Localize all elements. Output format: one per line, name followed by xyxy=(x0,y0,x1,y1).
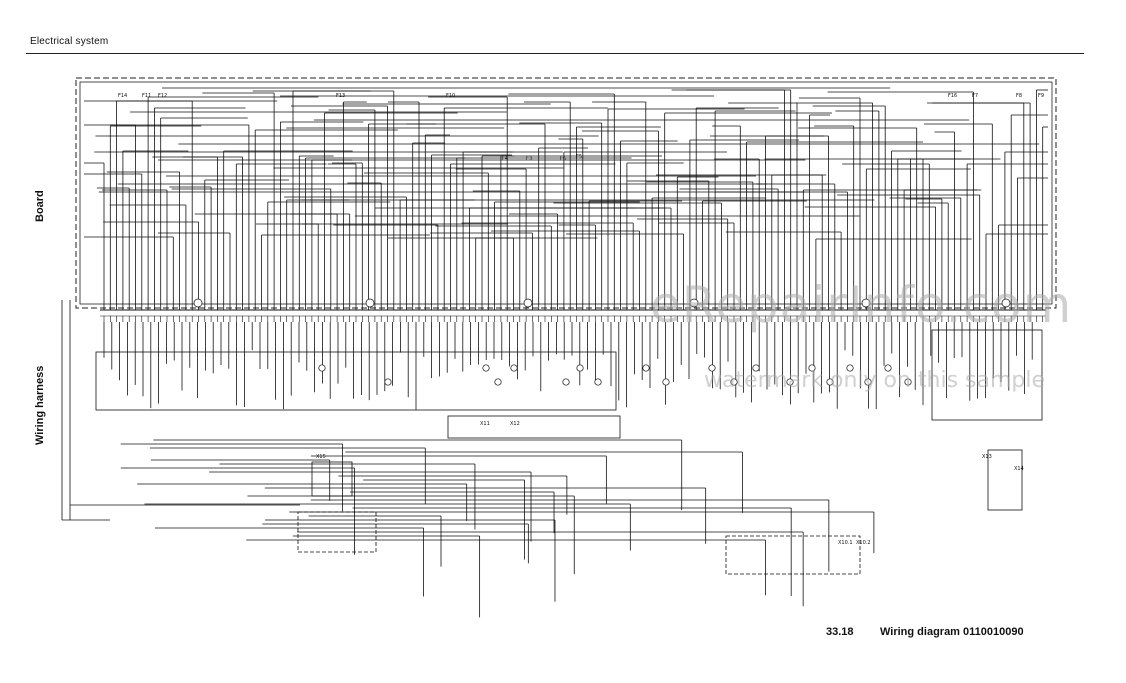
relay-module xyxy=(311,461,353,497)
fuse-label: F5 xyxy=(576,154,582,160)
indicator-lamp xyxy=(482,364,490,372)
fuse-label: F11 xyxy=(142,93,151,99)
fuse-label: F6 xyxy=(560,156,566,162)
indicator-lamps xyxy=(193,298,1011,386)
indicator-lamp xyxy=(752,364,760,372)
indicator-lamp xyxy=(786,378,794,386)
page-number: 33.18 xyxy=(826,626,854,638)
indicator-lamp xyxy=(864,378,872,386)
header-rule xyxy=(26,53,1084,54)
fuse-label: F14 xyxy=(118,93,127,99)
watermark-main: eRepairInfo.com xyxy=(650,276,1073,334)
connector-label: X13 xyxy=(982,454,992,460)
ground-point xyxy=(1001,298,1011,308)
indicator-lamp xyxy=(662,378,670,386)
connector-label: X14 xyxy=(1014,466,1024,472)
watermark-sub: watermark only on this sample xyxy=(704,368,1046,393)
indicator-lamp xyxy=(884,364,892,372)
board-frame xyxy=(75,77,1057,309)
harness-box-right xyxy=(931,329,1043,421)
connector-x11-x12 xyxy=(447,415,621,439)
indicator-lamp xyxy=(826,378,834,386)
fuse-label: F12 xyxy=(158,93,167,99)
harness-box-main xyxy=(95,351,617,411)
connector-x13-x14 xyxy=(987,449,1023,511)
connector-pins xyxy=(103,316,1043,322)
indicator-lamp xyxy=(642,364,650,372)
harness-wires xyxy=(61,300,1033,618)
connector-label: X10.1 xyxy=(838,540,853,546)
indicator-lamp xyxy=(318,364,326,372)
fuse-label: F16 xyxy=(948,93,957,99)
indicator-lamp xyxy=(708,364,716,372)
section-label-wiring-harness: Wiring harness xyxy=(34,365,46,445)
connector-label: X12 xyxy=(510,421,520,427)
indicator-lamp xyxy=(730,378,738,386)
connector-label: X10.2 xyxy=(856,540,871,546)
fuse-label: F3 xyxy=(526,156,532,162)
fuse-label: F9 xyxy=(1038,93,1044,99)
fuse-label: F7 xyxy=(972,93,978,99)
ground-point xyxy=(689,298,699,308)
fuse-label: F10 xyxy=(446,93,455,99)
board-wires xyxy=(84,87,1048,310)
indicator-lamp xyxy=(594,378,602,386)
indicator-lamp xyxy=(904,378,912,386)
connector-label: X11 xyxy=(480,421,490,427)
ground-point xyxy=(365,298,375,308)
fuse-labels: F14 F11 F12 F13 F10 F4 F3 F6 F5 F16 F7 F… xyxy=(118,93,1044,162)
indicator-lamp xyxy=(808,364,816,372)
board-inner-frame xyxy=(79,81,1053,305)
header-title: Electrical system xyxy=(30,36,109,47)
indicator-lamp xyxy=(846,364,854,372)
connector-block-x10 xyxy=(725,535,861,575)
fuse-label: F4 xyxy=(502,156,508,162)
indicator-lamp xyxy=(510,364,518,372)
connector-labels: X11 X12 X13 X14 X15 X10.1 X10.2 xyxy=(316,421,1024,546)
ground-point xyxy=(861,298,871,308)
section-label-board: Board xyxy=(34,190,46,222)
ground-point xyxy=(193,298,203,308)
connector-block-left xyxy=(297,511,377,553)
fuse-label: F8 xyxy=(1016,93,1022,99)
indicator-lamp xyxy=(562,378,570,386)
connector-label: X15 xyxy=(316,454,326,460)
indicator-lamp xyxy=(494,378,502,386)
indicator-lamp xyxy=(384,378,392,386)
footer-title: Wiring diagram 0110010090 xyxy=(880,626,1024,638)
fuse-label: F13 xyxy=(336,93,345,99)
indicator-lamp xyxy=(576,364,584,372)
ground-point xyxy=(523,298,533,308)
